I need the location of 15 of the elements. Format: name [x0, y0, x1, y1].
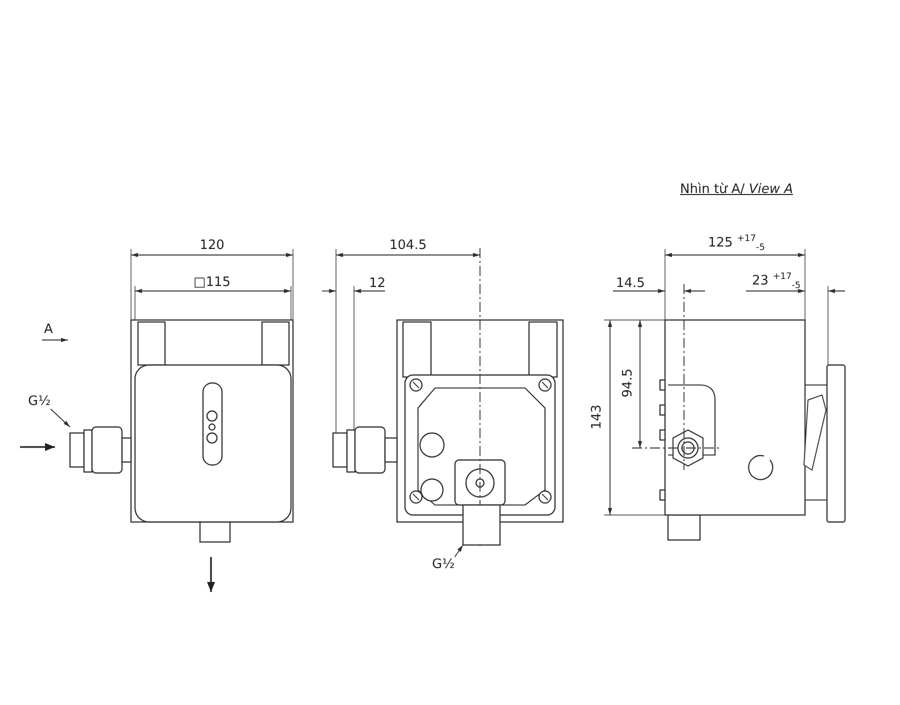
leader-line: [50, 408, 70, 428]
thread-label: G½: [432, 557, 455, 572]
dimension-label: 104.5: [389, 238, 427, 253]
view-direction-label: A: [44, 322, 53, 337]
dimension-label: □115: [193, 275, 231, 290]
dimension-label: 12: [369, 276, 386, 291]
inlet-fitting-drawing: [69, 426, 132, 474]
dimension-label: 94.5: [620, 368, 636, 398]
dimension-label: 120: [200, 238, 224, 253]
outlet-pipe-drawing: [462, 504, 501, 546]
dimension-label: 143: [590, 404, 604, 430]
leader-line: [454, 544, 464, 558]
dimension-label: 14.5: [616, 276, 645, 291]
view-title: Nhìn từ A/ View A: [680, 182, 793, 197]
thread-label: G½: [28, 394, 51, 409]
